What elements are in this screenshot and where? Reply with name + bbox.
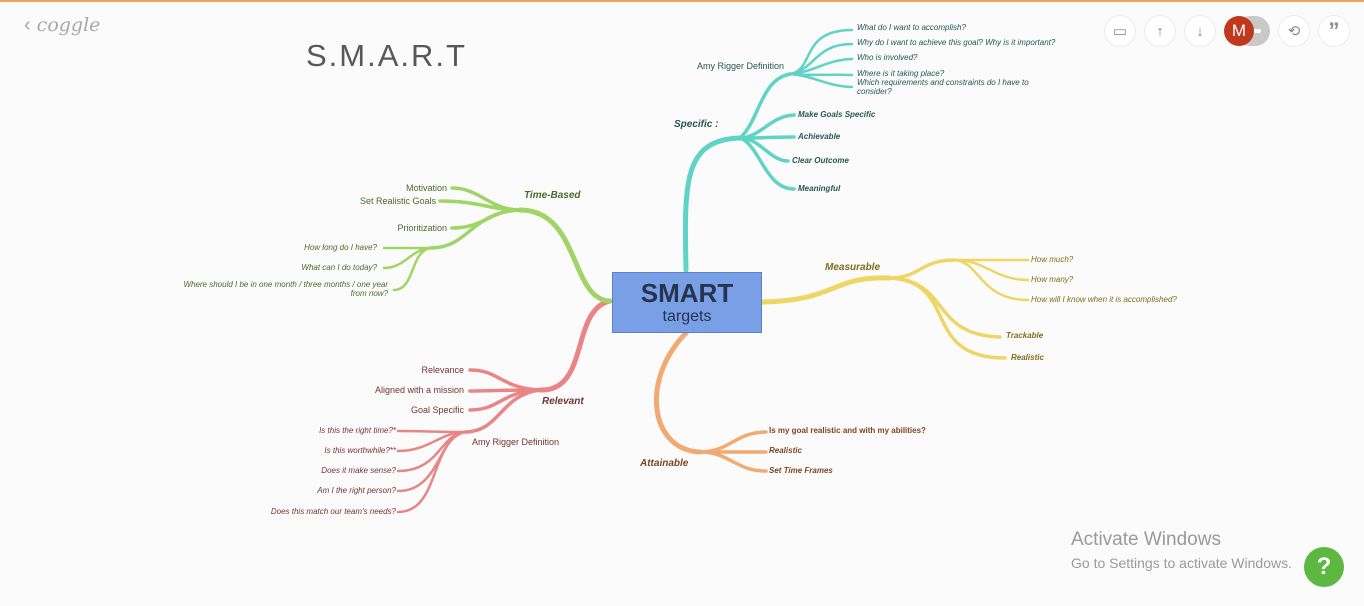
- watermark-title: Activate Windows: [1071, 529, 1221, 550]
- help-icon[interactable]: ?: [1304, 547, 1344, 587]
- node-specific-item[interactable]: Make Goals Specific: [798, 110, 876, 119]
- node-time-based-item[interactable]: Prioritization: [397, 223, 447, 233]
- node-measurable-question[interactable]: How many?: [1031, 275, 1074, 284]
- branch-time-based: [382, 186, 613, 304]
- node-measurable-question[interactable]: How much?: [1031, 255, 1074, 264]
- windows-activation-watermark: Activate Windows Go to Settings to activ…: [1071, 529, 1292, 571]
- node-attainable-item[interactable]: Set Time Frames: [769, 466, 833, 475]
- node-specific-question[interactable]: Who is involved?: [857, 53, 918, 62]
- node-time-based-item[interactable]: Motivation: [405, 183, 447, 193]
- node-relevant-item[interactable]: Relevance: [421, 365, 464, 375]
- branch-specific: [682, 28, 854, 273]
- node-measurable[interactable]: Measurable: [825, 262, 881, 273]
- user-menu[interactable]: M: [1224, 16, 1270, 46]
- node-relevant-question[interactable]: Is this the right time?*: [319, 426, 396, 435]
- node-attainable-item[interactable]: Is my goal realistic and with my abiliti…: [769, 426, 926, 435]
- history-icon[interactable]: ⟲: [1278, 15, 1310, 47]
- node-specific-definition[interactable]: Amy Rigger Definition: [697, 61, 785, 71]
- node-specific-question[interactable]: Where is it taking place?: [857, 69, 945, 78]
- branch-attainable: [653, 330, 768, 473]
- avatar[interactable]: M: [1224, 16, 1254, 46]
- top-accent-line: [0, 0, 1364, 2]
- node-relevant-definition[interactable]: Amy Rigger Definition: [472, 437, 560, 447]
- node-time-based-question[interactable]: Where should I be in one month / three m…: [183, 280, 388, 298]
- node-relevant-item[interactable]: Goal Specific: [410, 405, 464, 415]
- upload-icon[interactable]: ↑: [1144, 15, 1176, 47]
- node-attainable[interactable]: Attainable: [640, 458, 689, 469]
- node-relevant-question[interactable]: Am I the right person?: [317, 486, 396, 495]
- node-time-based[interactable]: Time-Based: [524, 190, 581, 201]
- watermark-subtitle: Go to Settings to activate Windows.: [1071, 554, 1292, 571]
- node-attainable-item[interactable]: Realistic: [769, 446, 802, 455]
- node-time-based-question[interactable]: How long do I have?: [304, 243, 377, 252]
- chevron-left-icon[interactable]: ‹: [24, 14, 31, 36]
- node-time-based-question[interactable]: What can I do today?: [301, 263, 377, 272]
- toolbar: ▭ ↑ ↓ M ⟲ ”: [1104, 15, 1350, 47]
- node-measurable-item[interactable]: Realistic: [1011, 353, 1044, 362]
- node-relevant-question[interactable]: Is this worthwhile?**: [324, 446, 396, 455]
- node-measurable-item[interactable]: Trackable: [1006, 331, 1044, 340]
- quote-icon[interactable]: ”: [1318, 15, 1350, 47]
- central-node-subtitle: targets: [662, 308, 712, 325]
- central-node-title: SMART: [640, 278, 734, 308]
- node-relevant-question[interactable]: Does it make sense?: [321, 466, 396, 475]
- coggle-logo[interactable]: coggle: [36, 14, 101, 36]
- node-specific-item[interactable]: Achievable: [798, 132, 841, 141]
- central-node[interactable]: SMART targets: [612, 272, 762, 333]
- node-specific-question[interactable]: What do I want to accomplish?: [857, 23, 966, 32]
- node-specific-question[interactable]: Which requirements and constraints do I …: [857, 78, 1029, 96]
- download-icon[interactable]: ↓: [1184, 15, 1216, 47]
- presentation-icon[interactable]: ▭: [1104, 15, 1136, 47]
- node-measurable-question[interactable]: How will I know when it is accomplished?: [1031, 295, 1177, 304]
- branch-relevant: [396, 298, 613, 514]
- node-relevant[interactable]: Relevant: [542, 396, 584, 407]
- node-relevant-item[interactable]: Aligned with a mission: [374, 385, 464, 395]
- node-specific-question[interactable]: Why do I want to achieve this goal? Why …: [857, 38, 1056, 47]
- node-specific-item[interactable]: Meaningful: [798, 184, 841, 193]
- document-title: S.M.A.R.T: [306, 38, 467, 73]
- node-time-based-item[interactable]: Set Realistic Goals: [359, 196, 436, 206]
- branch-measurable: [759, 258, 1030, 360]
- node-specific-item[interactable]: Clear Outcome: [792, 156, 849, 165]
- coggle-logo-back[interactable]: ‹ coggle: [24, 14, 100, 36]
- node-specific[interactable]: Specific :: [674, 119, 719, 130]
- node-relevant-question[interactable]: Does this match our team's needs?: [270, 507, 396, 516]
